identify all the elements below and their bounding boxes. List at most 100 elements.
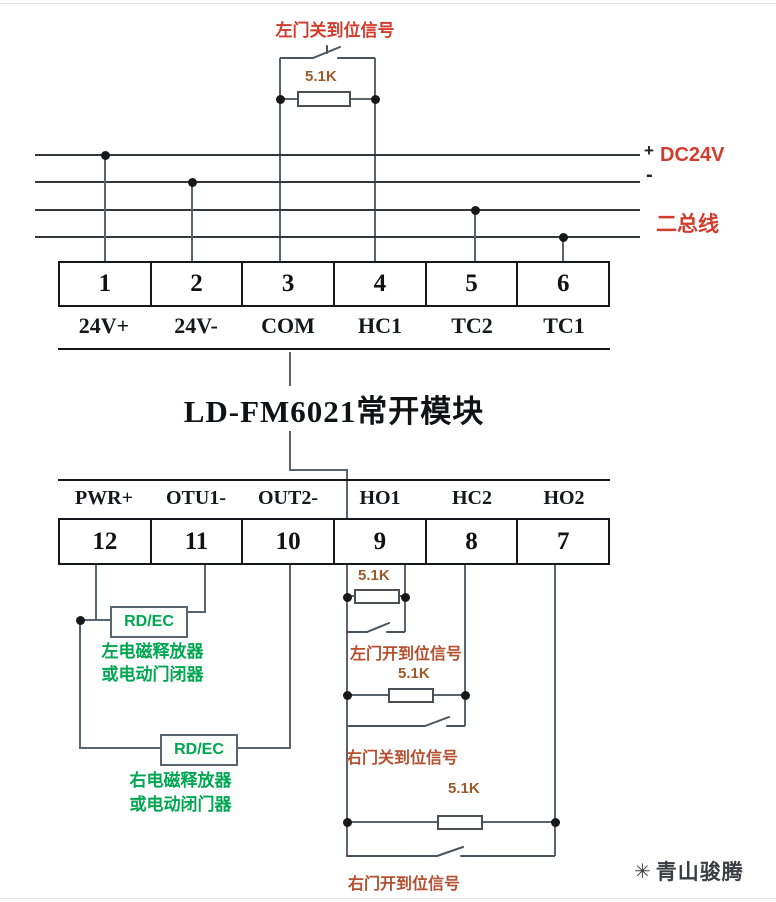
right-door-open-signal-label: 右门开到位信号 xyxy=(348,876,461,893)
wire xyxy=(79,620,81,749)
two-bus-label: 二总线 xyxy=(656,213,719,236)
wire xyxy=(279,58,281,262)
terminal-3: 3 xyxy=(243,263,336,305)
plus-sign: + xyxy=(644,141,654,160)
terminal-block-top-labels: 24V+ 24V- COM HC1 TC2 TC1 xyxy=(58,313,610,339)
junction-dot xyxy=(188,178,197,187)
module-title: LD-FM6021常开模块 xyxy=(58,386,610,431)
junction-dot xyxy=(371,95,380,104)
resistor xyxy=(437,815,483,830)
label-hc1: HC1 xyxy=(358,313,402,338)
left-door-closed-signal-label: 左门关到位信号 xyxy=(275,21,395,40)
wire xyxy=(347,821,437,823)
terminal-8: 8 xyxy=(427,520,519,563)
dc24v-label: DC24V xyxy=(660,144,725,166)
wire xyxy=(464,565,466,726)
junction-dot xyxy=(471,206,480,215)
terminal-10: 10 xyxy=(243,520,336,563)
right-door-closed-signal-label: 右门关到位信号 xyxy=(346,750,459,767)
label-tc1: TC1 xyxy=(543,313,585,338)
switch-icon xyxy=(347,716,465,727)
wire xyxy=(80,619,110,621)
left-door-open-signal-label: 左门开到位信号 xyxy=(350,646,463,663)
watermark: ✳ 青山骏腾 xyxy=(634,856,744,886)
wire xyxy=(474,210,476,262)
wire xyxy=(347,694,388,696)
wire xyxy=(351,98,375,100)
wire xyxy=(191,182,193,262)
switch-icon xyxy=(347,622,405,633)
label-tc2: TC2 xyxy=(451,313,493,338)
resistor xyxy=(388,688,434,703)
junction-dot xyxy=(401,593,410,602)
junction-dot xyxy=(343,593,352,602)
label-out2-minus: OUT2- xyxy=(258,487,318,509)
releaser-box-right: RD/EC xyxy=(160,734,238,766)
terminal-4: 4 xyxy=(335,263,427,305)
junction-dot xyxy=(76,616,85,625)
bus-line-24v-minus xyxy=(35,181,640,183)
terminal-9: 9 xyxy=(335,520,427,563)
terminal-6: 6 xyxy=(556,270,570,297)
terminal-2: 2 xyxy=(152,263,244,305)
junction-dot xyxy=(559,233,568,242)
switch-icon xyxy=(347,846,555,857)
releaser-right-desc-1: 右电磁释放器 xyxy=(129,771,232,790)
wire-com xyxy=(289,469,348,471)
label-otu1-minus: OTU1- xyxy=(166,487,226,509)
resistor-value: 5.1K xyxy=(448,780,480,797)
label-ho2: HO2 xyxy=(543,487,585,509)
wire-com-common xyxy=(346,469,348,857)
label-24v-plus: 24V+ xyxy=(78,313,130,338)
wire xyxy=(432,694,465,696)
junction-dot xyxy=(343,691,352,700)
junction-dot xyxy=(101,151,110,160)
bus-line-signal-1 xyxy=(35,209,640,211)
junction-dot xyxy=(461,691,470,700)
logo-icon: ✳ xyxy=(634,860,651,883)
terminal-block-bottom-numbers: 12 11 10 9 8 7 xyxy=(58,518,610,565)
label-pwr-plus: PWR+ xyxy=(74,487,134,509)
resistor-value: 5.1K xyxy=(305,68,337,85)
terminal-11: 11 xyxy=(152,520,244,563)
divider xyxy=(58,479,610,481)
wire xyxy=(289,565,291,749)
resistor-value: 5.1K xyxy=(398,665,430,682)
wire xyxy=(280,98,297,100)
terminal-5: 5 xyxy=(427,263,519,305)
junction-dot xyxy=(551,818,560,827)
releaser-box-left: RD/EC xyxy=(110,606,188,638)
watermark-text: 青山骏腾 xyxy=(655,861,744,884)
releaser-left-desc-2: 或电动门闭器 xyxy=(101,665,204,684)
label-ho1: HO1 xyxy=(359,487,401,509)
junction-dot xyxy=(343,818,352,827)
label-com: COM xyxy=(261,313,315,338)
releaser-right-desc-2: 或电动闭门器 xyxy=(129,795,232,814)
terminal-block-bottom-labels: PWR+ OTU1- OUT2- HO1 HC2 HO2 xyxy=(58,487,610,510)
terminal-1: 1 xyxy=(60,263,152,305)
resistor xyxy=(297,91,351,107)
terminal-12: 12 xyxy=(60,520,152,563)
wire xyxy=(95,565,97,620)
wire xyxy=(234,747,291,749)
junction-dot xyxy=(276,95,285,104)
switch-icon xyxy=(280,45,375,59)
wire xyxy=(204,565,206,613)
wire xyxy=(481,821,555,823)
divider xyxy=(58,348,610,350)
separator xyxy=(0,898,776,899)
bus-line-signal-2 xyxy=(35,236,640,238)
label-24v-minus: 24V- xyxy=(174,313,218,338)
wire xyxy=(554,565,556,856)
resistor xyxy=(354,589,400,604)
minus-sign: - xyxy=(646,164,653,186)
releaser-left-desc-1: 左电磁释放器 xyxy=(101,642,204,661)
wire xyxy=(184,611,205,613)
wire xyxy=(374,58,376,262)
wire xyxy=(562,237,564,262)
wire xyxy=(79,747,160,749)
terminal-block-top-numbers: 1 2 3 4 5 6 xyxy=(58,261,610,307)
terminal-7: 7 xyxy=(556,527,570,555)
resistor-value: 5.1K xyxy=(358,567,390,584)
